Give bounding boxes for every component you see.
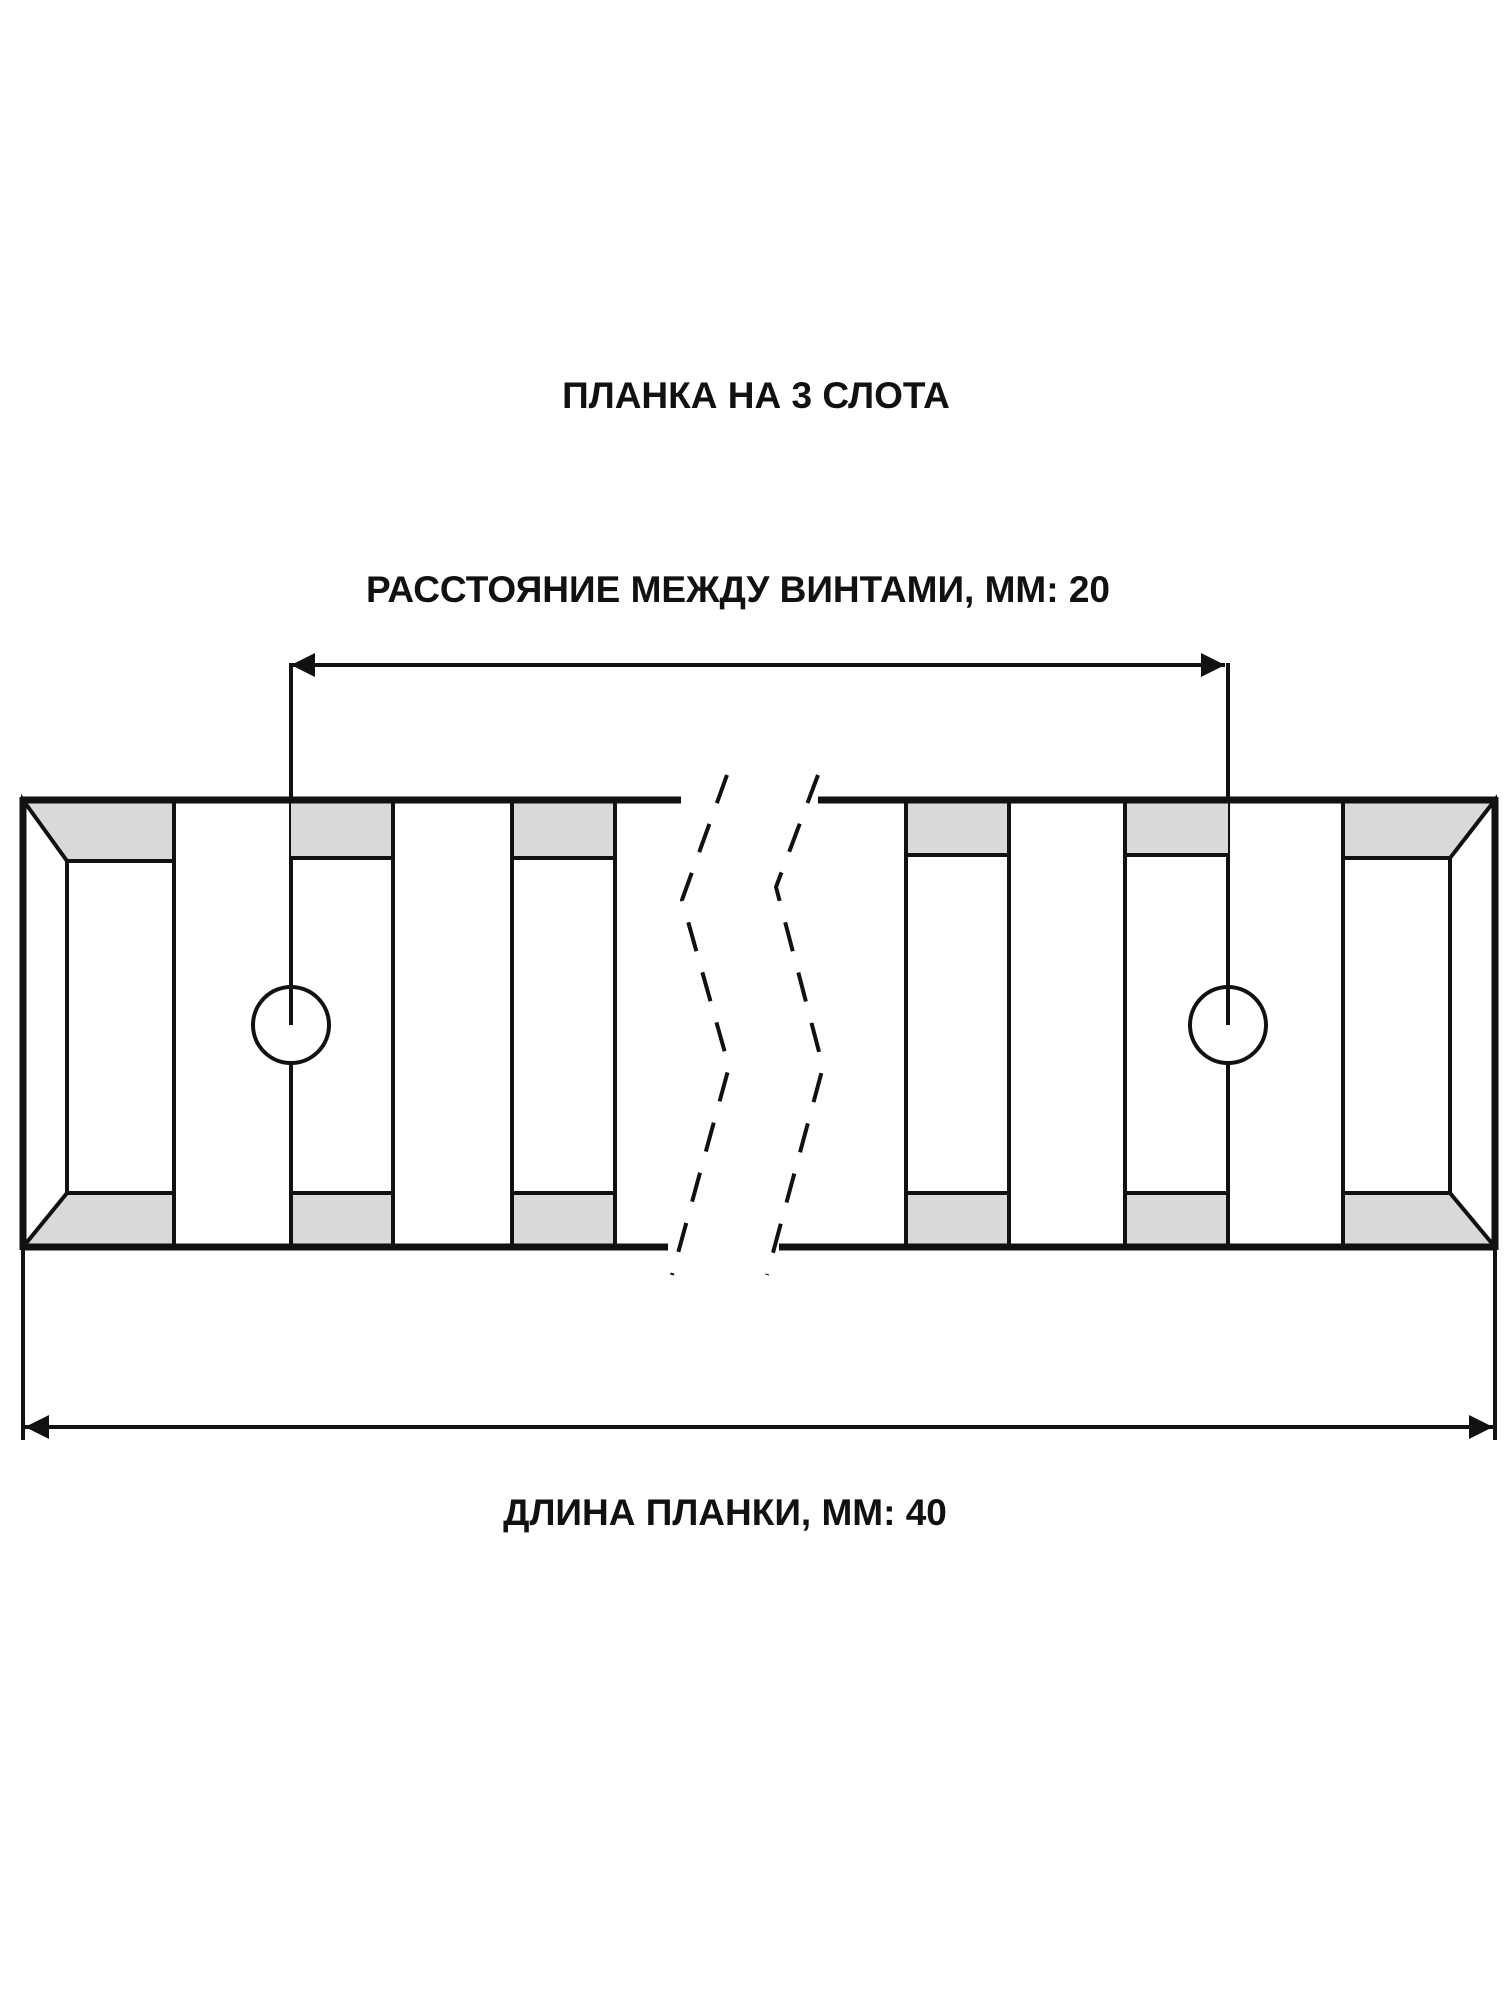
left-screw-hole [251, 985, 331, 1065]
screw-distance-label: РАССТОЯНИЕ МЕЖДУ ВИНТАМИ, ММ: 20 [366, 569, 1110, 610]
length-label: ДЛИНА ПЛАНКИ, ММ: 40 [503, 1492, 947, 1533]
screw-distance-dimension [289, 653, 1230, 1025]
rail-left-section [19, 793, 681, 1253]
left-end-bevel [21, 793, 69, 1253]
right-screw-hole [1188, 985, 1268, 1065]
rail-right-section [779, 794, 1499, 1253]
length-dimension [21, 1250, 1497, 1440]
right-end-bevel [1448, 794, 1497, 1253]
diagram-title: ПЛАНКА НА 3 СЛОТА [562, 375, 950, 416]
break-lines [670, 774, 826, 1276]
